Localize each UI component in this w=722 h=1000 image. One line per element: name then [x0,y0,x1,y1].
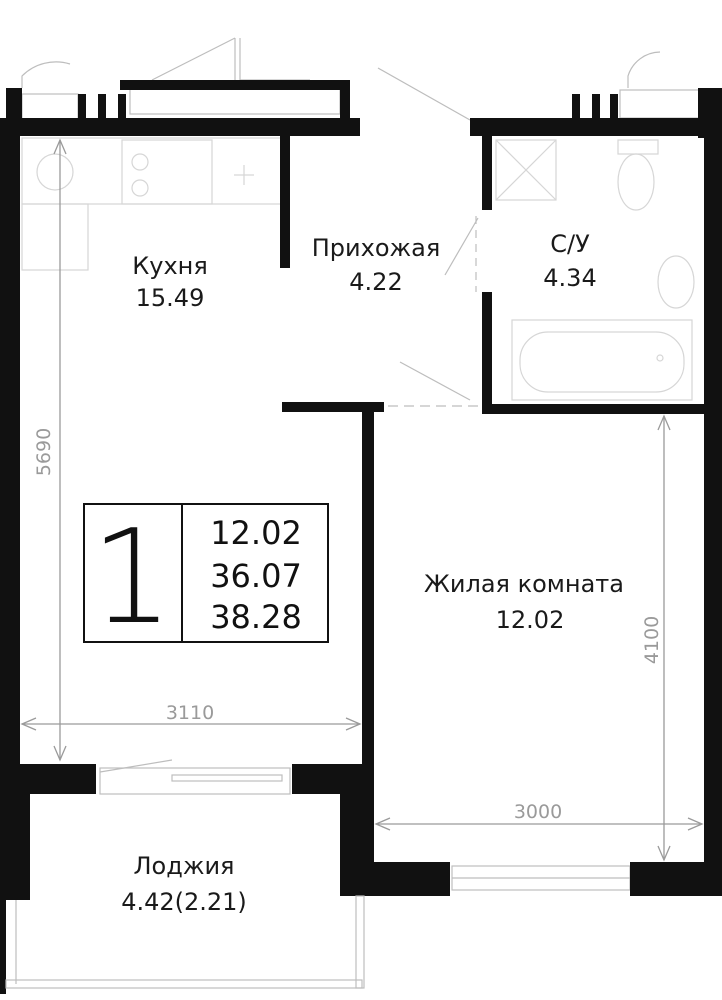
bathroom-fixtures [495,139,695,401]
hallway-name: Прихожая [312,234,441,262]
kitchen-furniture [21,137,283,271]
rooms-count: 1 [91,501,174,653]
door-swings [21,37,661,891]
kitchen-name: Кухня [132,252,208,280]
kitchen-height-dimension: 5690 [33,428,55,476]
living-room-name: Жилая комната [424,570,624,598]
hallway-area: 4.22 [349,268,402,296]
living-area-value: 12.02 [210,514,302,552]
loggia-area: 4.42(2.21) [121,888,247,916]
dimension-lines [20,138,704,862]
bathroom-area: 4.34 [543,264,596,292]
loggia-name: Лоджия [134,852,235,880]
kitchen-area: 15.49 [136,284,205,312]
kitchen-width-dimension: 3110 [166,702,214,724]
total-with-loggia-value: 38.28 [210,598,302,636]
total-area-value: 36.07 [210,557,302,595]
walls [0,80,722,994]
living-width-dimension: 3000 [514,801,562,823]
bathroom-name: С/У [550,230,590,258]
living-room-area: 12.02 [496,606,565,634]
summary-box: 1 12.02 36.07 38.28 [83,501,329,653]
living-height-dimension: 4100 [641,616,663,664]
